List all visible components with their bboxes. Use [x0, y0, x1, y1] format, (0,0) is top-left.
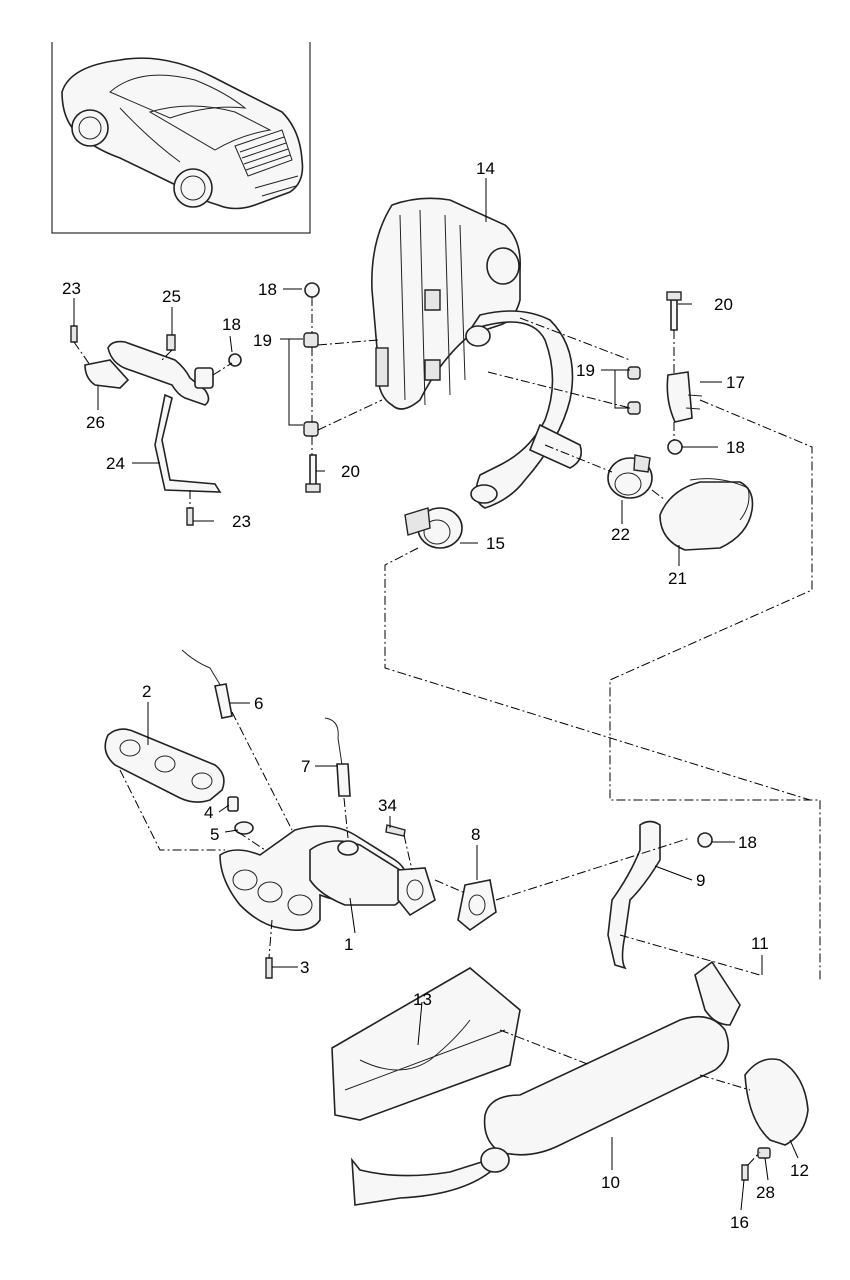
callout-14: 13	[413, 990, 432, 1009]
callout-13: 16	[730, 1213, 749, 1232]
rubber-mounts-19	[303, 332, 641, 437]
heat-shield-12	[744, 1058, 809, 1146]
rear-silencer	[371, 197, 583, 509]
callout-3: 3	[300, 958, 309, 977]
tailpipe-trim-21	[659, 478, 754, 551]
callout-7: 7	[301, 757, 310, 776]
callout-9: 9	[696, 871, 705, 890]
clamp-16	[404, 507, 463, 549]
callout-18-c: 18	[726, 438, 745, 457]
callout-2: 2	[142, 682, 151, 701]
catalytic-converter-1	[219, 825, 436, 931]
callout-26: 26	[86, 413, 105, 432]
car-overview-inset	[51, 42, 311, 234]
small-fasteners	[227, 796, 406, 979]
lambda-sensors	[181, 649, 351, 797]
callout-6: 6	[254, 694, 263, 713]
callout-10: 10	[601, 1173, 620, 1192]
callout-16: 15	[486, 534, 505, 553]
callout-15: 14	[476, 159, 495, 178]
callout-5: 5	[210, 825, 219, 844]
callout-1: 1	[344, 935, 353, 954]
nuts-18	[228, 282, 713, 848]
callout-25: 25	[162, 287, 181, 306]
leader-lines	[73, 178, 799, 1211]
gasket-8	[457, 879, 497, 932]
callout-19-a: 19	[253, 331, 272, 350]
callout-22: 22	[611, 525, 630, 544]
bracket-17	[666, 371, 703, 423]
callout-34: 34	[378, 796, 397, 815]
support-bracket-24	[70, 325, 222, 526]
manifold-gasket-2	[104, 728, 225, 803]
callout-20-a: 20	[341, 462, 360, 481]
bolts-20	[305, 291, 682, 493]
callout-24: 24	[106, 454, 125, 473]
callout-19-b: 19	[576, 361, 595, 380]
callout-18-b: 18	[222, 315, 241, 334]
bolt-13-sleeve-28	[741, 1147, 771, 1181]
callout-21: 21	[668, 569, 687, 588]
car-illustration	[61, 57, 304, 210]
callout-23-a: 23	[62, 279, 81, 298]
front-silencer-10	[351, 960, 741, 1206]
callout-28: 28	[756, 1183, 775, 1202]
mounting-bracket-9	[607, 820, 661, 970]
assembly-guide-lines	[73, 297, 821, 1166]
callout-12: 12	[790, 1161, 809, 1180]
callout-23-b: 23	[232, 512, 251, 531]
callout-4: 4	[204, 803, 213, 822]
callout-numbers: 14 18 18 19 20 20 19 17 18 23 25 26 24 2…	[62, 159, 809, 1232]
callout-17: 17	[726, 373, 745, 392]
callout-11: 11	[751, 934, 769, 953]
callout-8: 8	[471, 825, 480, 844]
clamp-22	[607, 454, 653, 499]
heat-shield-14	[331, 967, 521, 1121]
callout-18-a: 18	[258, 280, 277, 299]
callout-20-b: 20	[714, 295, 733, 314]
callout-18-d: 18	[738, 833, 757, 852]
